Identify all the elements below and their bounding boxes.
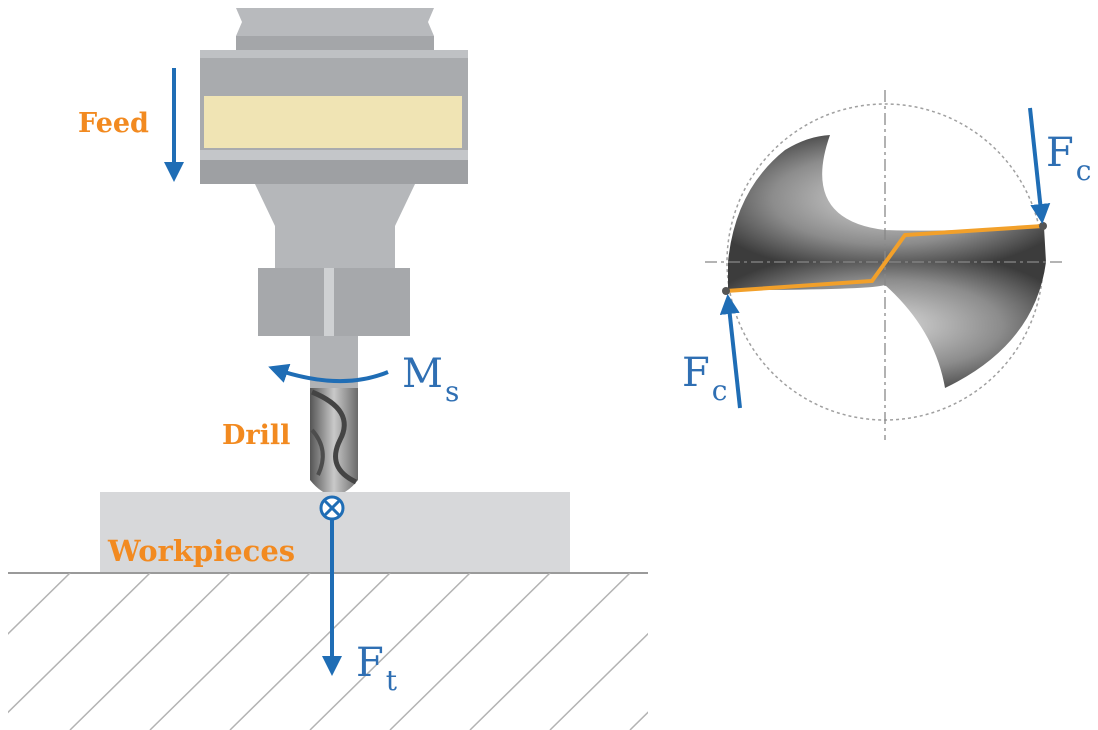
collet-band xyxy=(204,96,462,148)
drill-cross-section xyxy=(705,90,1065,440)
feed-label: Feed xyxy=(78,108,149,139)
cutting-edge xyxy=(725,224,1044,293)
drill-label: Drill xyxy=(222,420,290,451)
drill-bit xyxy=(310,388,358,495)
cutting-force-arrow-bottom xyxy=(719,294,742,409)
cutting-force-label-bottom: Fc xyxy=(682,350,727,407)
cutting-force-label-top: Fc xyxy=(1046,130,1091,187)
into-page-symbol xyxy=(319,495,345,521)
cutting-force-arrow-top xyxy=(1028,107,1051,224)
moment-arrow xyxy=(268,363,389,384)
ground-hatch xyxy=(8,572,648,730)
workpieces-label: Workpieces xyxy=(107,534,295,568)
moment-label: Ms xyxy=(402,351,459,408)
thrust-force-label: Ft xyxy=(356,640,398,697)
spindle-assembly xyxy=(200,8,468,388)
